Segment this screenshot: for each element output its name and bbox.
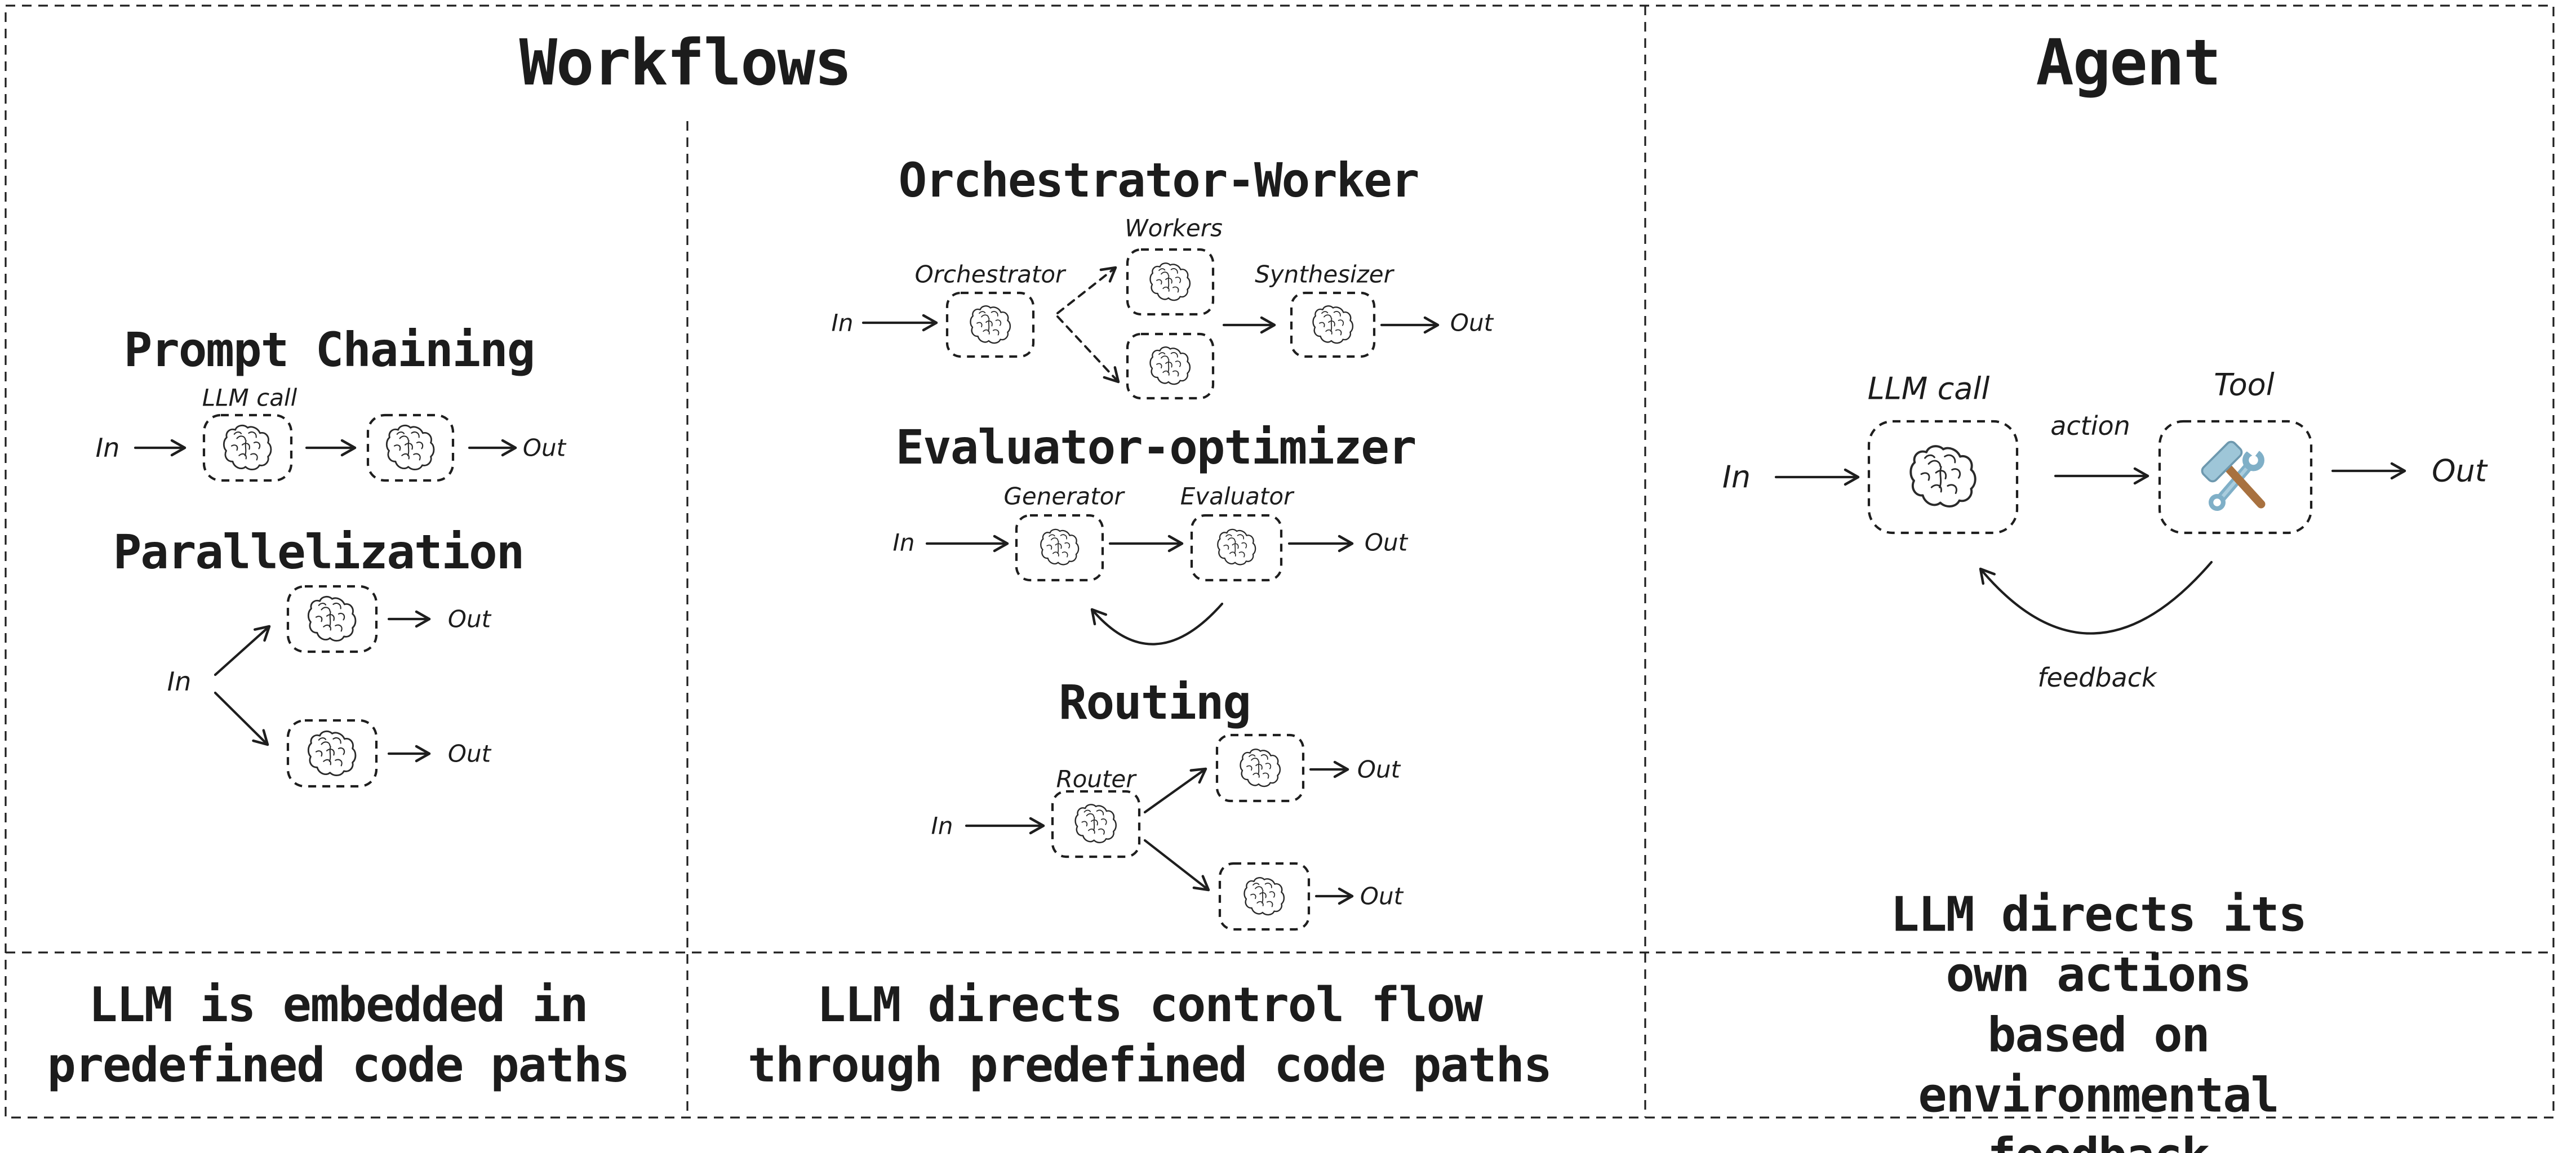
evaluator-box [1190,514,1283,582]
workflows-middle-caption: LLM directs control flow through predefi… [747,977,1552,1093]
synthesizer-label: Synthesizer [1255,260,1393,288]
brain-icon [1243,877,1285,916]
out-label: Out [1364,528,1408,557]
brain-icon [307,595,357,642]
evaluator-feedback-curve [1090,602,1224,645]
feedback-label: feedback [2037,662,2157,693]
evaluator-optimizer-title: Evaluator-optimizer [895,420,1417,475]
agent-llm-box [1867,420,2019,535]
out-label: Out [447,605,491,633]
agent-caption: LLM directs its own actions based on env… [1890,887,2307,1153]
arrow-in-to-parallel-bottom [214,691,269,746]
action-label: action [2050,411,2130,441]
hammer-wrench-icon [2200,438,2264,511]
workflows-left-caption: LLM is embedded in predefined code paths [47,977,630,1093]
routing-llm-box-top [1215,733,1305,803]
in-label: In [892,528,915,557]
arrow-in-to-parallel-top [214,625,271,676]
generator-label: Generator [1003,482,1124,510]
tool-label: Tool [2214,367,2275,403]
agent-tool-box [2158,420,2313,535]
out-label: Out [1450,309,1494,337]
brain-icon [1312,305,1354,344]
arrow-router-to-bottom [1143,839,1210,892]
brain-icon [223,424,272,470]
out-label: Out [1360,882,1404,910]
llm-call-label: LLM call [1867,371,1990,407]
brain-icon [385,424,435,470]
evaluator-label: Evaluator [1180,482,1294,510]
out-label: Out [447,740,491,768]
generator-box [1015,514,1104,582]
brain-icon [1149,262,1191,301]
brain-icon [1217,528,1256,566]
in-label: In [1722,459,1751,495]
worker-box-top [1126,248,1215,316]
agent-panel-title: Agent [2036,26,2221,100]
orchestrator-label: Orchestrator [914,260,1065,288]
worker-box-bottom [1126,332,1215,400]
arrow-router-to-top [1143,767,1207,814]
brain-icon [1240,749,1281,787]
in-label: In [831,309,854,337]
parallelization-title: Parallelization [113,524,525,580]
prompt-chaining-llm-box-2 [366,413,455,482]
dashed-arrow-orchestrator-to-worker-top [1056,266,1117,314]
routing-llm-box-bottom [1218,862,1311,931]
in-label: In [931,812,953,840]
in-label: In [167,666,192,697]
in-label: In [95,433,120,463]
orchestrator-box [945,291,1035,358]
prompt-chaining-title: Prompt Chaining [123,322,536,377]
dashed-arrow-orchestrator-to-worker-bottom [1056,315,1120,384]
llm-call-label: LLM call [202,384,297,412]
synthesizer-box [1290,291,1376,358]
out-label: Out [1357,755,1401,783]
routing-title: Routing [1058,675,1251,730]
brain-icon [307,730,357,776]
workers-label: Workers [1125,214,1223,242]
brain-icon [1909,445,1977,508]
router-box [1051,790,1141,858]
out-label: Out [522,434,566,462]
brain-icon [970,305,1011,344]
router-label: Router [1056,765,1136,793]
brain-icon [1149,346,1191,385]
brain-icon [1040,528,1080,566]
agent-feedback-curve [1979,560,2213,635]
workflows-panel-title: Workflows [519,26,852,100]
brain-icon [1074,804,1117,844]
out-label: Out [2432,453,2487,489]
orchestrator-worker-title: Orchestrator-Worker [898,153,1420,208]
